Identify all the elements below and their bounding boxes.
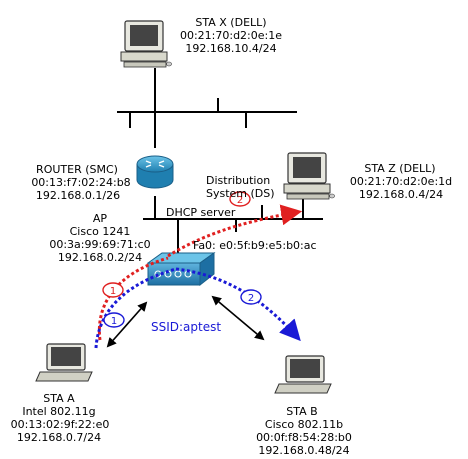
- dhcp-server-label: DHCP server: [166, 206, 236, 219]
- association-arrow-b: [211, 295, 265, 341]
- sta-z-name: STA Z (DELL): [364, 162, 436, 175]
- blue-frame-path-1: [94, 267, 177, 349]
- ap-name: AP: [92, 212, 108, 225]
- access-point-icon: [146, 252, 216, 287]
- sta-b-laptop-icon: [274, 355, 332, 394]
- ssid-label: SSID:aptest: [151, 320, 222, 334]
- red-step-1-marker: 1: [102, 282, 124, 298]
- router-ip: 192.168.0.1/26: [35, 189, 121, 202]
- association-arrow-a: [106, 301, 148, 348]
- sta-x-computer-icon: [120, 20, 172, 68]
- router-mac: 00:13:f7:02:24:b8: [31, 176, 131, 189]
- red-step-2-marker: 2: [229, 191, 251, 207]
- svg-text:2: 2: [248, 293, 254, 304]
- router-name: ROUTER (SMC): [36, 163, 118, 176]
- sta-b-mac: 00:0f:f8:54:28:b0: [256, 431, 352, 444]
- sta-b-name: STA B: [286, 405, 318, 418]
- sta-z-ip: 192.168.0.4/24: [358, 188, 444, 201]
- sta-a-model: Intel 802.11g: [22, 405, 96, 418]
- svg-text:1: 1: [111, 316, 117, 327]
- ap-interface-label: Fa0: e0:5f:b9:e5:b0:ac: [193, 239, 317, 252]
- sta-z-computer-icon: [283, 152, 335, 200]
- router-icon: [136, 155, 174, 189]
- svg-text:1: 1: [110, 286, 116, 297]
- blue-frame-path-2: [175, 267, 301, 342]
- ds-label-line-2: System (DS): [206, 187, 275, 200]
- sta-x-ip: 192.168.10.4/24: [185, 42, 277, 55]
- ap-model: Cisco 1241: [69, 225, 131, 238]
- top-network-bus: [117, 68, 297, 148]
- ap-ip: 192.168.0.2/24: [57, 251, 143, 264]
- ds-label-line-1: Distribution: [206, 174, 271, 187]
- sta-a-name: STA A: [43, 392, 75, 405]
- sta-a-laptop-icon: [35, 343, 93, 382]
- svg-text:2: 2: [237, 195, 243, 206]
- sta-b-model: Cisco 802.11b: [264, 418, 344, 431]
- sta-b-ip: 192.168.0.48/24: [258, 444, 350, 457]
- sta-x-mac: 00:21:70:d2:0e:1e: [179, 29, 283, 42]
- sta-a-ip: 192.168.0.7/24: [16, 431, 102, 444]
- ap-mac: 00:3a:99:69:71:c0: [49, 238, 151, 251]
- blue-step-2-marker: 2: [240, 289, 262, 305]
- sta-a-mac: 00:13:02:9f:22:e0: [10, 418, 110, 431]
- blue-step-1-marker: 1: [103, 312, 125, 328]
- sta-x-name: STA X (DELL): [195, 16, 267, 29]
- red-frame-path-2: [167, 204, 303, 258]
- sta-z-mac: 00:21:70:d2:0e:1d: [349, 175, 453, 188]
